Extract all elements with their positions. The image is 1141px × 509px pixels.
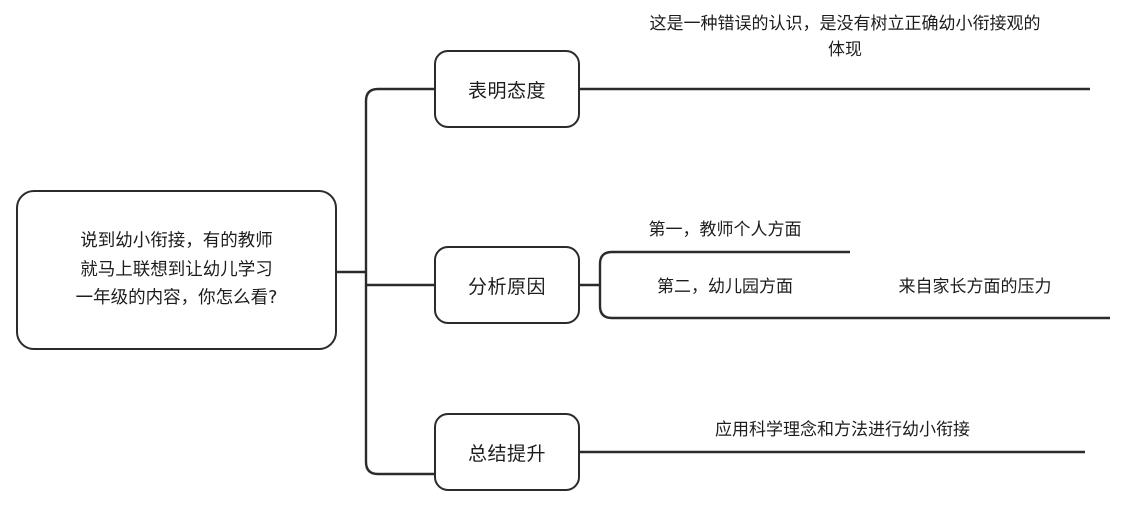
root-node-label: 说到幼小衔接，有的教师 就马上联想到让幼儿学习 一年级的内容，你怎么看? — [75, 231, 278, 309]
branch-node-summary-label: 总结提升 — [467, 442, 546, 465]
leaf-attitude-1: 这是一种错误的认识，是没有树立正确幼小衔接观的 体现 — [649, 14, 1041, 60]
root-node[interactable]: 说到幼小衔接，有的教师 就马上联想到让幼儿学习 一年级的内容，你怎么看? — [16, 190, 337, 350]
leaf-summary-1: 应用科学理念和方法进行幼小衔接 — [715, 420, 970, 440]
connector-branch2-bracket — [598, 250, 1110, 320]
branch-node-summary[interactable]: 总结提升 — [434, 413, 580, 491]
leaf-analysis-2: 第二，幼儿园方面 — [657, 277, 793, 297]
branch-node-analysis-label: 分析原因 — [467, 275, 546, 298]
branch-node-analysis[interactable]: 分析原因 — [434, 246, 580, 324]
connector-trunk-spine — [364, 87, 434, 476]
branch-node-attitude-label: 表明态度 — [467, 79, 546, 102]
leaf-analysis-3: 来自家长方面的压力 — [898, 277, 1052, 297]
leaf-analysis-1: 第一，教师个人方面 — [648, 220, 802, 240]
branch-node-attitude[interactable]: 表明态度 — [434, 50, 580, 128]
